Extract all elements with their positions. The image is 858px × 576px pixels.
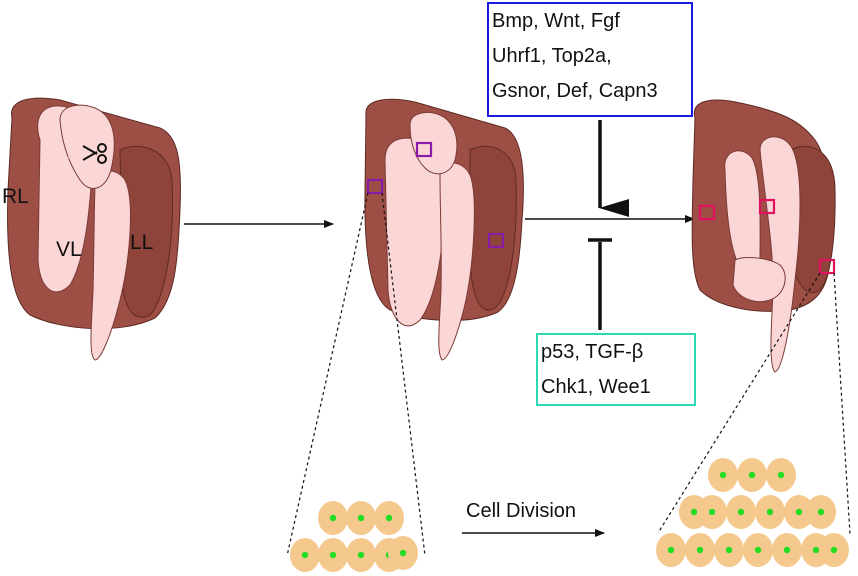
liver-regenerated: [691, 99, 836, 373]
cell-nucleus: [783, 546, 791, 554]
promoter-line-2: Uhrf1, Top2a,: [492, 45, 612, 67]
promoting-factors-box: Bmp, Wnt, Fgf Uhrf1, Top2a, Gsnor, Def, …: [487, 2, 693, 117]
marker-pink-1: [698, 204, 716, 221]
left-lobe-dark: [469, 145, 517, 311]
upper-lobe: [409, 112, 458, 175]
label-ventral-lobe: VL: [56, 238, 82, 261]
label-right-lobe: RL: [2, 185, 29, 208]
middle-lobe: [438, 162, 475, 361]
zoom-line-left-1: [286, 192, 369, 557]
liver-resected: [364, 98, 524, 361]
cell-nucleus: [795, 508, 803, 516]
cell-nucleus: [357, 551, 365, 559]
cell-nucleus: [725, 546, 733, 554]
cell-nucleus: [357, 514, 365, 522]
cell-nucleus: [754, 546, 762, 554]
zoom-line-right-2: [833, 272, 851, 535]
cell-nucleus: [737, 508, 745, 516]
upper-lobe: [59, 104, 115, 189]
cell-nucleus: [719, 471, 727, 479]
cell-nucleus: [817, 508, 825, 516]
marker-purple-1: [415, 141, 433, 158]
marker-pink-2: [758, 198, 776, 215]
cell-nucleus: [777, 471, 785, 479]
cell-cluster-after: [656, 458, 849, 567]
inhibitor-line-2: Chk1, Wee1: [541, 376, 651, 398]
ventral-lower: [732, 257, 786, 303]
cell-nucleus: [830, 546, 838, 554]
cell-division-label: Cell Division: [466, 500, 577, 522]
cell-nucleus: [667, 546, 675, 554]
liver-intact: RL VL LL: [2, 97, 181, 361]
label-left-lobe: LL: [130, 231, 153, 254]
cell-nucleus: [329, 514, 337, 522]
cell-nucleus: [766, 508, 774, 516]
left-lobe-dark: [119, 145, 173, 318]
cell-nucleus: [812, 546, 820, 554]
promoter-line-1: Bmp, Wnt, Fgf: [492, 10, 620, 32]
cell-nucleus: [329, 551, 337, 559]
cell-nucleus: [399, 549, 407, 557]
cell-nucleus: [385, 514, 393, 522]
marker-purple-3: [487, 232, 505, 249]
cell-nucleus: [748, 471, 756, 479]
cut-line: [57, 154, 107, 169]
cell-nucleus: [708, 508, 716, 516]
cell-nucleus: [690, 508, 698, 516]
inhibitor-line-1: p53, TGF-β: [541, 341, 644, 363]
scissors-icon: [82, 143, 107, 164]
marker-purple-2: [366, 178, 384, 195]
marker-pink-3: [818, 258, 836, 275]
inhibiting-factors-box: p53, TGF-β Chk1, Wee1: [536, 333, 696, 406]
middle-lobe: [90, 170, 131, 361]
cell-nucleus: [301, 551, 309, 559]
cell-nucleus: [696, 546, 704, 554]
cell-cluster-before: [290, 501, 418, 572]
promoter-line-3: Gsnor, Def, Capn3: [492, 80, 658, 102]
zoom-line-left-2: [381, 192, 426, 557]
